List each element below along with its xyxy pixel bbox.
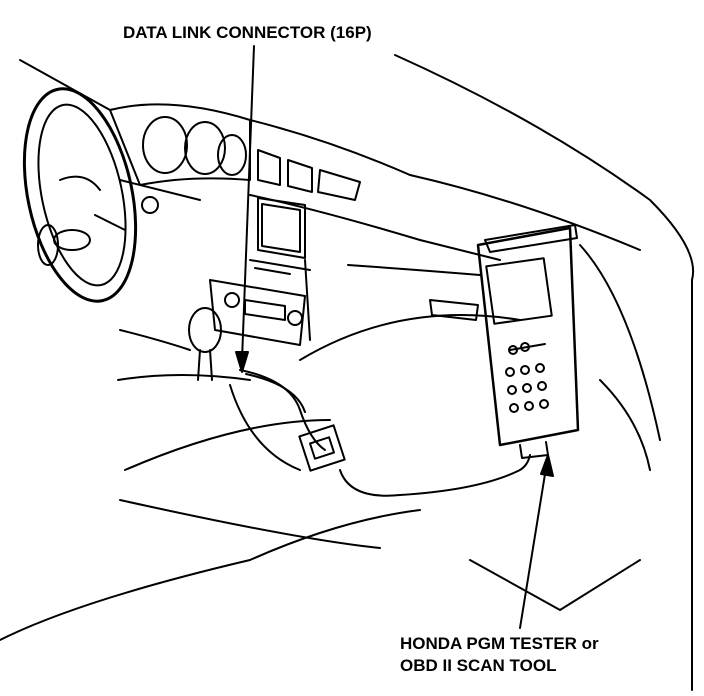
windshield-lines [19, 54, 695, 691]
passenger-dash [299, 239, 661, 471]
instrument-cluster [109, 103, 251, 214]
steering-wheel [22, 87, 138, 303]
data-link-connector-label: DATA LINK CONNECTOR (16P) [123, 23, 372, 42]
tester-arrowhead [540, 454, 554, 477]
callout-arrows [235, 45, 554, 629]
tester-arrow-line [519, 467, 547, 629]
connector-arrow-line [241, 45, 255, 361]
scan-tool-label: HONDA PGM TESTER or OBD II SCAN TOOL [400, 633, 599, 677]
dash-top [249, 119, 641, 251]
gear-shifter [0, 307, 641, 641]
scan-tool [476, 224, 580, 459]
center-console [209, 197, 311, 346]
connector-arrowhead [235, 351, 249, 373]
scan-tool-label-line1: HONDA PGM TESTER or [400, 634, 599, 653]
connector-cable [239, 369, 531, 497]
scan-tool-label-line2: OBD II SCAN TOOL [400, 656, 557, 675]
